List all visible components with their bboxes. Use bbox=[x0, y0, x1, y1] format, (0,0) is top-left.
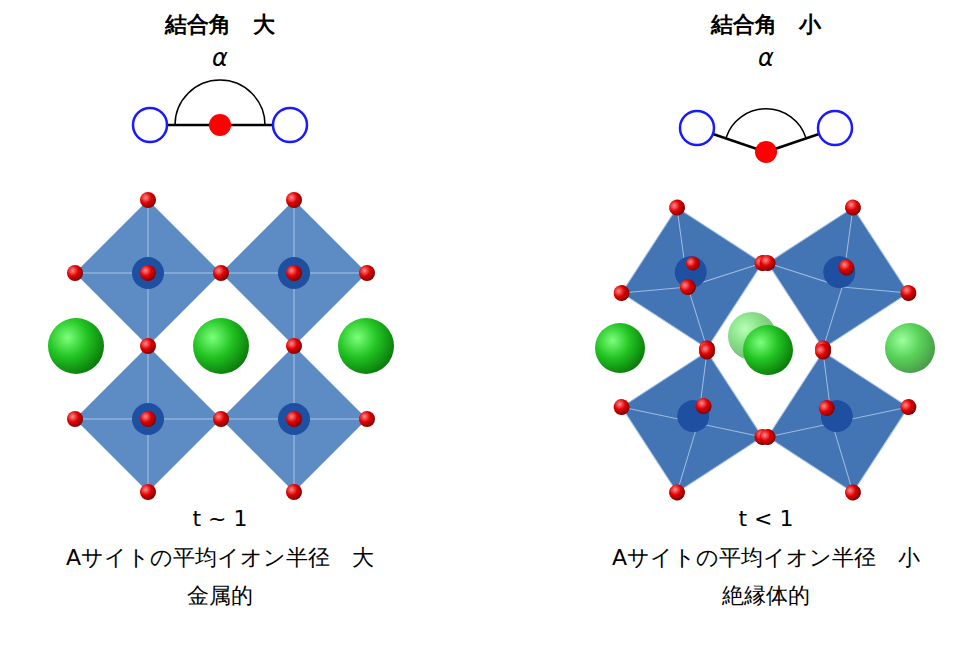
bond-bent bbox=[680, 109, 852, 163]
ionic-radius-note: Aサイトの平均イオン半径 小 bbox=[612, 545, 920, 571]
bond-straight bbox=[133, 80, 307, 142]
angle-symbol: α bbox=[758, 44, 774, 73]
octahedra-tilted bbox=[595, 183, 935, 517]
angle-symbol: α bbox=[212, 44, 228, 73]
property-note: 金属的 bbox=[187, 583, 253, 609]
tolerance-factor: t ~ 1 bbox=[192, 506, 247, 532]
heading: 結合角 小 bbox=[711, 12, 821, 38]
tolerance-factor: t < 1 bbox=[738, 506, 793, 532]
ionic-radius-note: Aサイトの平均イオン半径 大 bbox=[66, 545, 374, 571]
octahedra-straight bbox=[48, 192, 394, 500]
property-note: 絶縁体的 bbox=[722, 583, 810, 609]
heading: 結合角 大 bbox=[165, 12, 275, 38]
